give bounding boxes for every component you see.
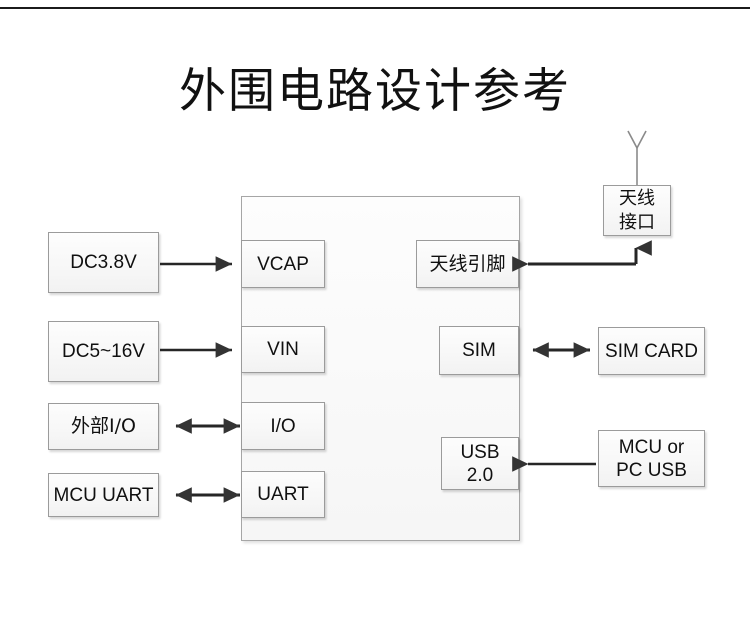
pin-box-io[interactable]: I/O: [241, 402, 325, 450]
peripheral-box-sim-card[interactable]: SIM CARD: [598, 327, 705, 375]
arrow-antenna-connector-to-pin: [512, 240, 652, 272]
peripheral-box-mcu-uart[interactable]: MCU UART: [48, 473, 159, 517]
pin-box-vin[interactable]: VIN: [241, 326, 325, 373]
peripheral-box-external-io[interactable]: 外部I/O: [48, 403, 159, 450]
pin-box-sim[interactable]: SIM: [439, 326, 519, 375]
pin-box-uart[interactable]: UART: [241, 471, 325, 518]
peripheral-box-dc516[interactable]: DC5~16V: [48, 321, 159, 382]
pin-box-usb[interactable]: USB 2.0: [441, 437, 519, 490]
peripheral-box-dc38[interactable]: DC3.8V: [48, 232, 159, 293]
peripheral-box-antenna-connector[interactable]: 天线 接口: [603, 185, 671, 236]
top-divider-rule: [0, 7, 750, 9]
antenna-icon: [627, 130, 647, 185]
peripheral-box-mcu-pc-usb[interactable]: MCU or PC USB: [598, 430, 705, 487]
page-title: 外围电路设计参考: [179, 64, 571, 119]
pin-box-antenna[interactable]: 天线引脚: [416, 240, 519, 288]
pin-box-vcap[interactable]: VCAP: [241, 240, 325, 288]
